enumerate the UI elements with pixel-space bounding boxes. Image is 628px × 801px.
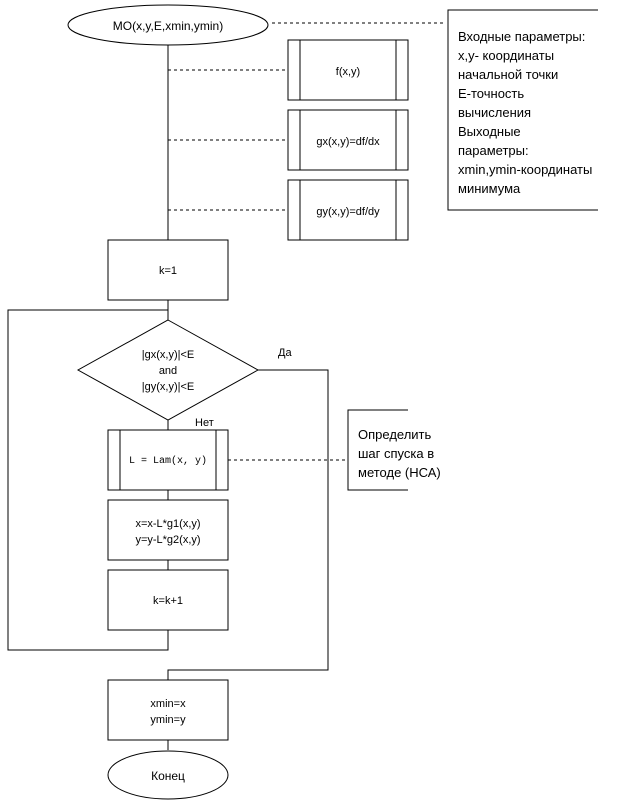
subroutine-gy: gy(x,y)=df/dy xyxy=(287,179,409,241)
loop-back-arrow xyxy=(7,309,169,651)
end-label: Конец xyxy=(151,769,185,783)
params-note: Входные параметры: x,y- координаты начал… xyxy=(447,9,598,211)
start-terminator: MO(x,y,E,xmin,ymin) xyxy=(67,4,269,46)
lam-call-process: L = Lam(x, y) xyxy=(107,429,229,491)
process-label: k=1 xyxy=(159,265,177,277)
lam-note-bracket xyxy=(347,409,408,491)
result-process: xmin=x ymin=y xyxy=(107,679,229,741)
lam-note-line: методе (НСА) xyxy=(358,465,441,480)
condition-line: |gx(x,y)|<E xyxy=(142,349,194,361)
decision-diamond xyxy=(76,319,260,421)
subroutine-label: f(x,y) xyxy=(336,66,360,78)
init-process: k=1 xyxy=(107,239,229,301)
subroutine-box xyxy=(287,39,409,101)
yes-label: Да xyxy=(278,347,292,359)
params-note-line: вычисления xyxy=(458,105,531,120)
lam-note: Определить шаг спуска в методе (НСА) xyxy=(347,409,441,491)
increment-process: k=k+1 xyxy=(107,569,229,631)
params-note-line: параметры: xyxy=(458,143,529,158)
start-label: MO(x,y,E,xmin,ymin) xyxy=(113,19,223,33)
lam-note-line: Определить xyxy=(358,427,432,442)
params-note-bracket xyxy=(447,9,598,211)
subroutine-gx: gx(x,y)=df/dx xyxy=(287,109,409,171)
subroutine-f: f(x,y) xyxy=(287,39,409,101)
result-line: ymin=y xyxy=(150,714,186,726)
update-process: x=x-L*g1(x,y) y=y-L*g2(x,y) xyxy=(107,499,229,561)
params-note-line: минимума xyxy=(458,181,521,196)
update-line: x=x-L*g1(x,y) xyxy=(135,518,200,530)
params-note-line: xmin,ymin-координаты xyxy=(458,162,592,177)
process-box xyxy=(107,679,229,741)
subroutine-box xyxy=(287,109,409,171)
lam-call-label: L = Lam(x, y) xyxy=(129,455,207,467)
subroutine-box xyxy=(287,179,409,241)
params-note-line: Выходные xyxy=(458,124,521,139)
no-label: Нет xyxy=(195,417,214,429)
process-box xyxy=(107,499,229,561)
result-line: xmin=x xyxy=(150,698,186,710)
yes-branch-connector xyxy=(167,369,329,680)
params-note-line: E-точность xyxy=(458,86,524,101)
subroutine-box xyxy=(107,429,229,491)
params-note-line: Входные параметры: xyxy=(458,29,585,44)
params-note-line: x,y- координаты xyxy=(458,48,554,63)
update-line: y=y-L*g2(x,y) xyxy=(135,534,200,546)
params-note-line: начальной точки xyxy=(458,67,558,82)
end-shape xyxy=(107,750,229,800)
start-shape xyxy=(67,4,269,46)
condition-decision: |gx(x,y)|<E and |gy(x,y)|<E xyxy=(76,319,260,421)
condition-line: |gy(x,y)|<E xyxy=(142,381,194,393)
condition-line: and xyxy=(159,365,177,377)
end-terminator: Конец xyxy=(107,750,229,800)
process-label: k=k+1 xyxy=(153,595,183,607)
subroutine-label: gx(x,y)=df/dx xyxy=(316,136,380,148)
subroutine-label: gy(x,y)=df/dy xyxy=(316,206,380,218)
lam-note-line: шаг спуска в xyxy=(358,446,434,461)
process-box xyxy=(107,239,229,301)
process-box xyxy=(107,569,229,631)
